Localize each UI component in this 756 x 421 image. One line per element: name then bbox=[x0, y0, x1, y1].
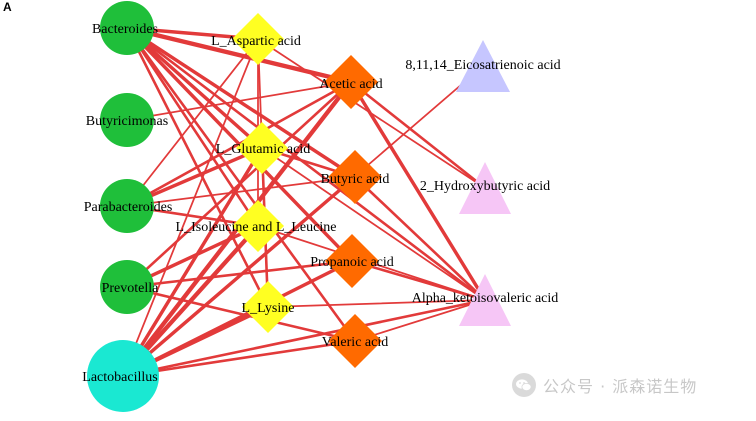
node-propanoic bbox=[325, 234, 379, 288]
node-glutamic bbox=[236, 122, 288, 174]
edge-lactobacillus-eicosatrienoic bbox=[122, 65, 484, 377]
node-lysine bbox=[242, 281, 294, 333]
edge-lactobacillus-valeric bbox=[121, 339, 357, 378]
node-layer bbox=[87, 1, 511, 412]
edge-prevotella-valeric bbox=[125, 285, 357, 343]
edge-acetic-hydroxybutyric bbox=[349, 80, 487, 190]
label-lysine: L_Lysine bbox=[242, 301, 295, 316]
edge-lactobacillus-ketoisovaleric bbox=[121, 298, 487, 378]
edge-acetic-ketoisovaleric bbox=[349, 80, 487, 302]
label-parabacteroides: Parabacteroides bbox=[84, 200, 173, 215]
edge-bacteroides-acetic bbox=[124, 25, 354, 85]
label-aspartic: L_Aspartic acid bbox=[211, 34, 301, 49]
node-eicosatrienoic bbox=[456, 40, 510, 92]
edge-lactobacillus-aspartic bbox=[122, 38, 259, 377]
label-bacteroides: Bacteroides bbox=[92, 22, 158, 37]
label-layer: BacteroidesButyricimonasParabacteroidesP… bbox=[82, 22, 560, 385]
edge-lactobacillus-glutamic bbox=[121, 146, 264, 378]
label-prevotella: Prevotella bbox=[102, 281, 160, 296]
node-aspartic bbox=[232, 13, 284, 65]
label-eicosatrienoic: 8,11,14_Eicosatrienoic acid bbox=[405, 58, 560, 73]
node-parabacteroides bbox=[100, 179, 154, 233]
edge-glutamic-ketoisovaleric bbox=[261, 147, 486, 301]
label-butyricimonas: Butyricimonas bbox=[86, 114, 168, 129]
label-lactobacillus: Lactobacillus bbox=[82, 370, 157, 385]
node-bacteroides bbox=[100, 1, 154, 55]
panel-letter: A bbox=[3, 0, 12, 14]
node-butyric bbox=[328, 150, 382, 204]
edge-parabacteroides-acetic bbox=[125, 80, 353, 208]
node-prevotella bbox=[100, 260, 154, 314]
edge-butyricimonas-acetic bbox=[126, 81, 352, 121]
edge-valeric-ketoisovaleric bbox=[354, 299, 486, 342]
edge-bacteroides-butyric bbox=[125, 26, 357, 179]
label-butyric: Butyric acid bbox=[321, 172, 390, 187]
node-isoleucine bbox=[232, 200, 284, 252]
edge-parabacteroides-aspartic bbox=[126, 38, 259, 207]
node-lactobacillus bbox=[87, 340, 159, 412]
label-propanoic: Propanoic acid bbox=[310, 255, 394, 270]
label-glutamic: L_Glutamic acid bbox=[216, 142, 310, 157]
node-butyricimonas bbox=[100, 93, 154, 147]
node-hydroxybutyric bbox=[459, 162, 511, 214]
watermark-text: 公众号 · 派森诺生物 bbox=[543, 377, 698, 396]
edge-bacteroides-ketoisovaleric bbox=[125, 26, 487, 302]
label-isoleucine: L_Isoleucine and L_Leucine bbox=[176, 220, 337, 235]
edge-parabacteroides-butyric bbox=[126, 176, 356, 207]
label-acetic: Acetic acid bbox=[319, 77, 382, 92]
label-hydroxybutyric: 2_Hydroxybutyric acid bbox=[420, 179, 550, 194]
node-acetic bbox=[324, 55, 378, 109]
wechat-icon bbox=[512, 373, 536, 397]
node-ketoisovaleric bbox=[459, 274, 511, 326]
node-valeric bbox=[328, 314, 382, 368]
label-valeric: Valeric acid bbox=[322, 335, 388, 350]
edge-butyric-ketoisovaleric bbox=[353, 175, 487, 302]
edge-lysine-ketoisovaleric bbox=[267, 299, 486, 308]
edge-layer bbox=[120, 25, 487, 379]
watermark: 公众号 · 派森诺生物 bbox=[511, 372, 697, 398]
edge-bacteroides-glutamic bbox=[125, 26, 264, 150]
label-ketoisovaleric: Alpha_ketoisovaleric acid bbox=[412, 291, 559, 306]
